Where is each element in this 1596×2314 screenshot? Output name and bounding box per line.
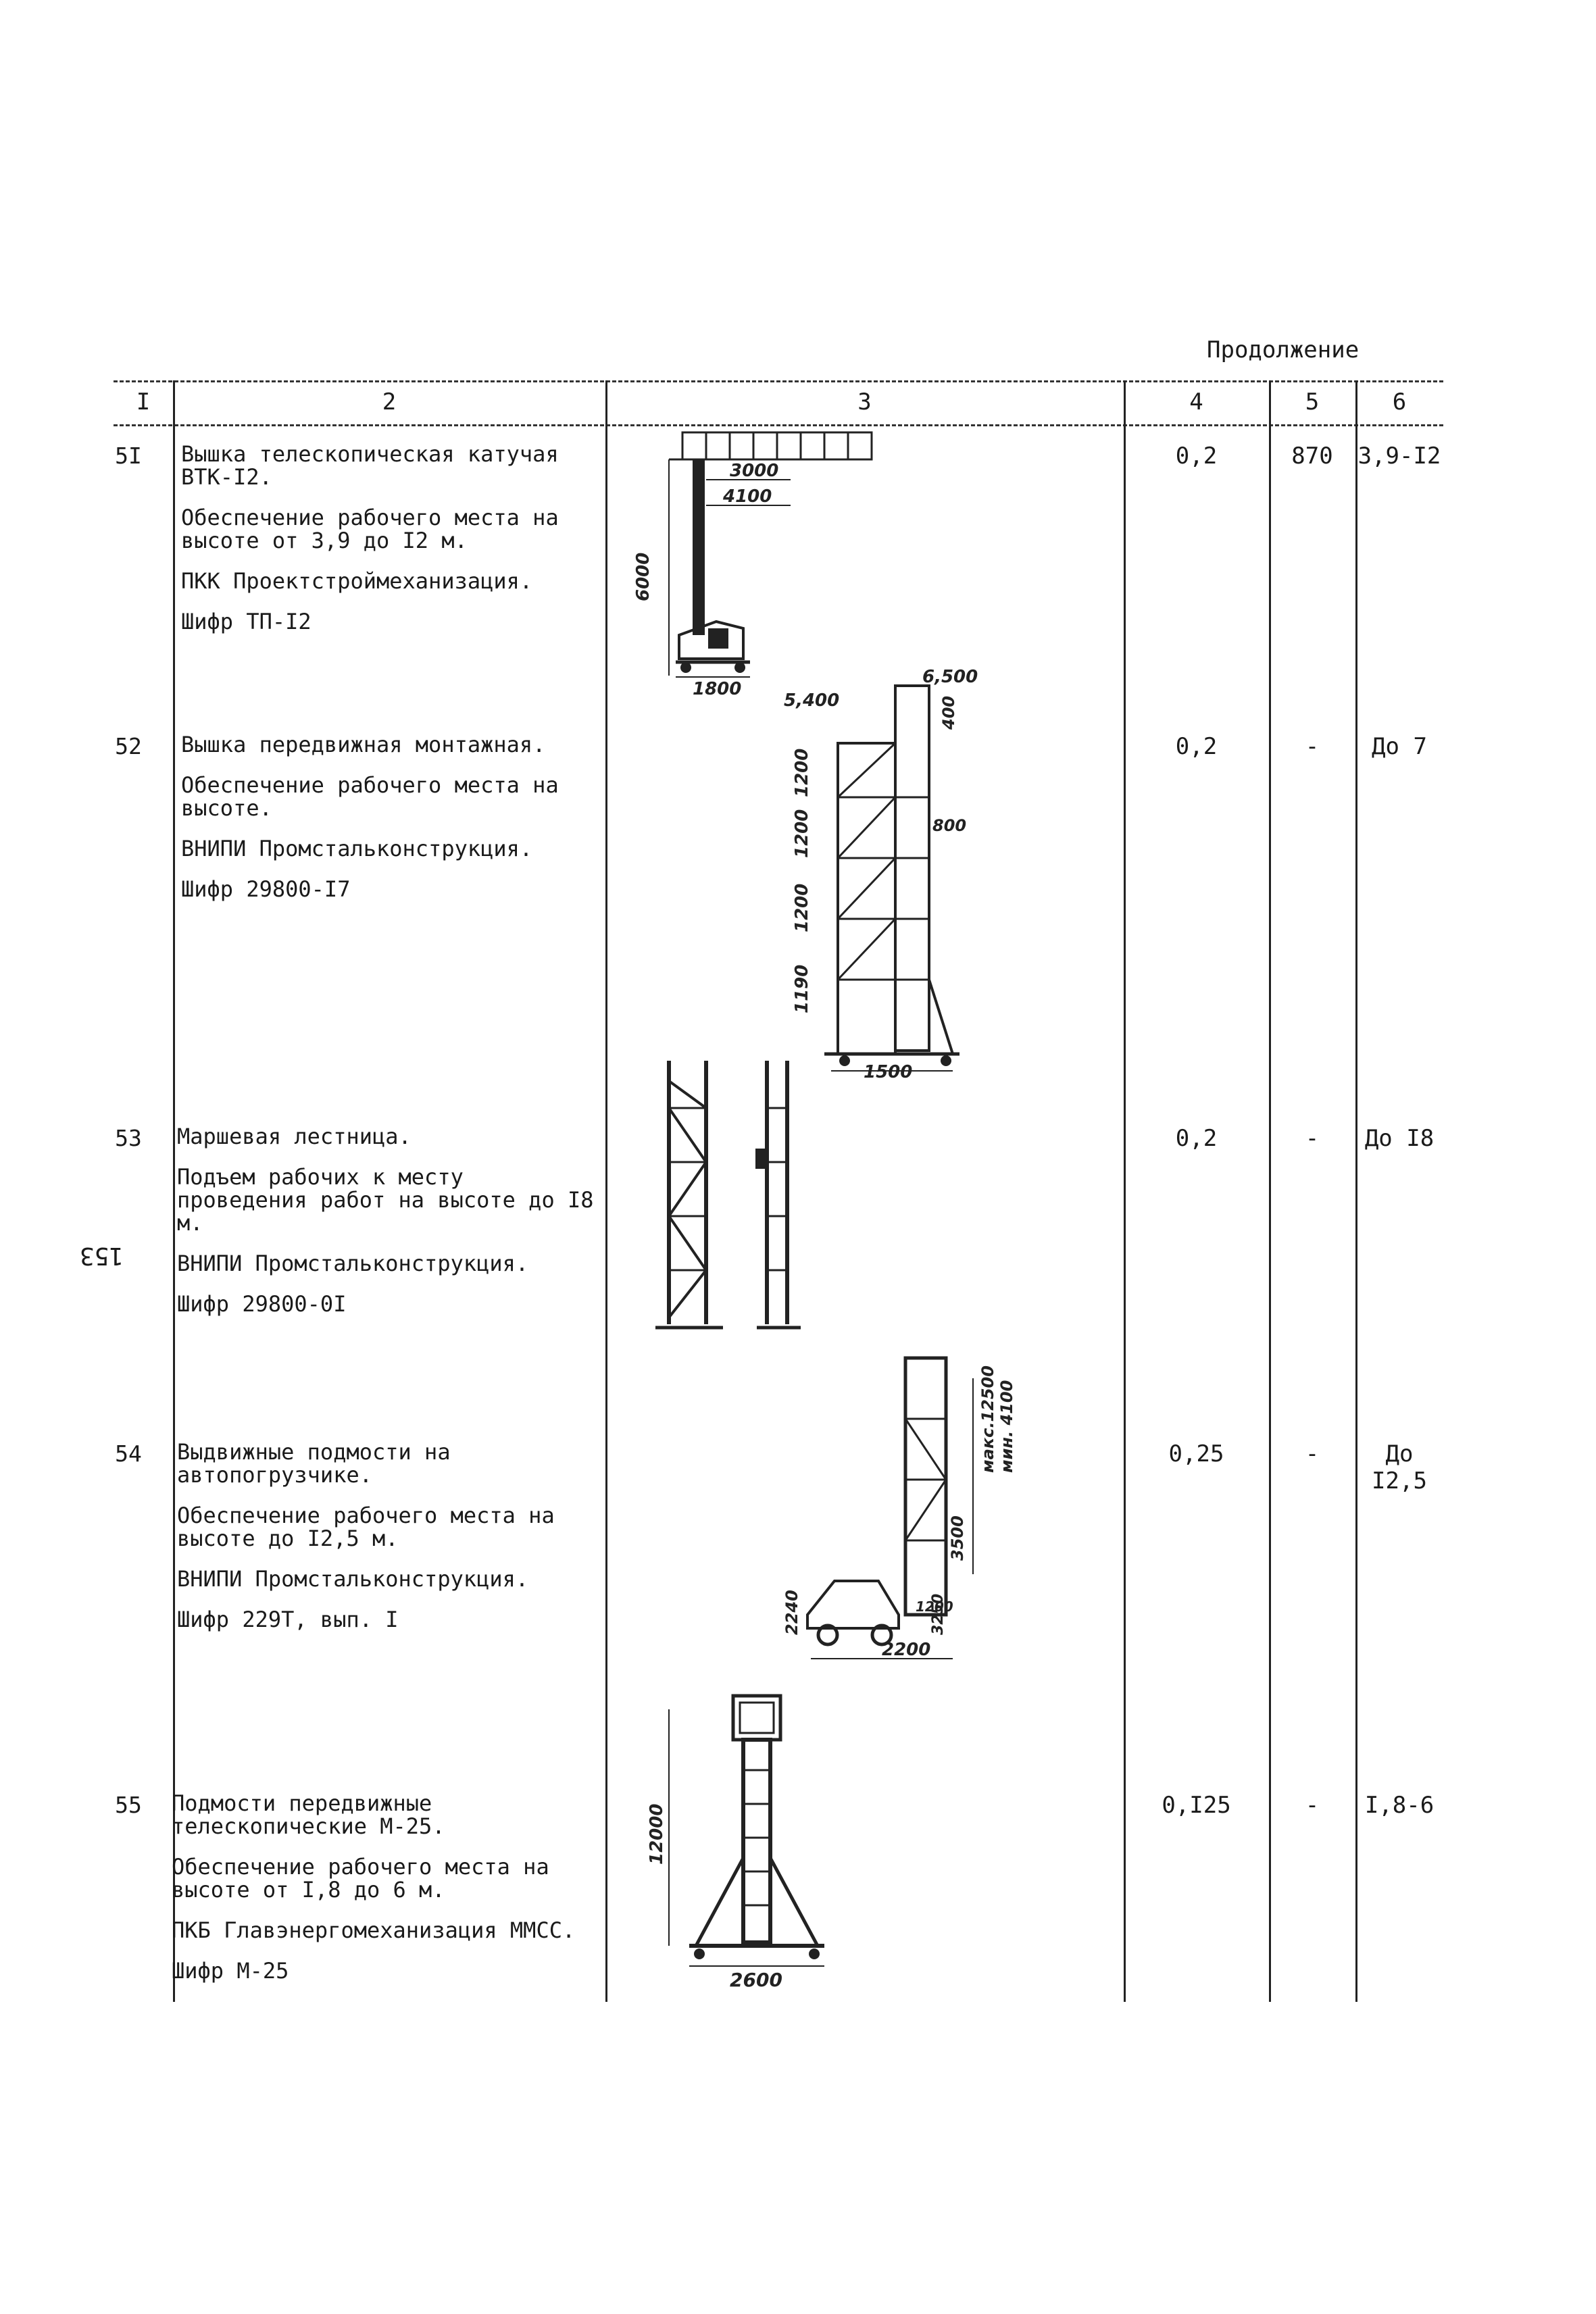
column-divider <box>605 380 607 2002</box>
item-purpose: Подъем рабочих к месту проведения работ … <box>177 1164 594 1236</box>
row-number: 5I <box>115 443 142 469</box>
cell-col5: - <box>1305 733 1320 760</box>
dim-label: 6,500 <box>922 667 978 687</box>
dim-label: 3000 <box>730 461 778 481</box>
dim-label: 400 <box>939 696 958 730</box>
page-number: 153 <box>80 1242 124 1269</box>
item-purpose: Обеспечение рабочего места на высоте от … <box>172 1854 549 1903</box>
dim-label: 1200 <box>792 749 812 797</box>
cell-col4: 0,I25 <box>1162 1792 1231 1819</box>
cell-col4: 0,2 <box>1175 443 1218 470</box>
row-number: 55 <box>115 1792 142 1818</box>
column-header-3: 3 <box>857 388 872 416</box>
item-name: Вышка телескопическая катучая ВТК-I2. <box>181 441 559 490</box>
dim-label: 2240 <box>782 1590 801 1635</box>
column-divider <box>1269 380 1271 2002</box>
cell-col6: До I8 <box>1364 1125 1435 1152</box>
cell-col6: До I2,5 <box>1372 1440 1427 1494</box>
row-description: Вышка передвижная монтажная. Обеспечение… <box>181 733 600 918</box>
dim-label: 1800 <box>693 679 741 699</box>
item-purpose: Обеспечение рабочего места на высоте от … <box>181 505 559 553</box>
row-description: Выдвижные подмости на автопогрузчике. Об… <box>177 1440 596 1649</box>
dim-label: 3500 <box>948 1515 967 1561</box>
item-organization: ВНИПИ Промстальконструкция. <box>177 1566 529 1592</box>
dim-label: 1500 <box>864 1062 912 1082</box>
row-description: Вышка телескопическая катучая ВТК-I2. Об… <box>181 443 600 651</box>
item-organization: ВНИПИ Промстальконструкция. <box>177 1251 529 1276</box>
column-header-5: 5 <box>1305 388 1320 416</box>
dim-label: 4100 <box>722 486 772 507</box>
dim-label: 1200 <box>792 809 812 858</box>
cell-col4: 0,25 <box>1168 1440 1224 1467</box>
column-divider <box>173 380 175 2002</box>
table-top-line <box>114 380 1443 382</box>
item-organization: ПКК Проектстроймеханизация. <box>181 568 533 594</box>
cell-col5: 870 <box>1291 443 1333 470</box>
dim-label: 1200 <box>792 884 812 932</box>
item-purpose: Обеспечение рабочего места на высоте до … <box>177 1503 555 1551</box>
dim-label: 800 <box>932 816 966 835</box>
telescopic-tower-drawing: 3000 4100 6000 1800 <box>633 431 873 699</box>
item-name: Вышка передвижная монтажная. <box>181 732 546 757</box>
column-header-2: 2 <box>382 388 397 416</box>
row-description: Подмости передвижные телескопические М-2… <box>172 1792 591 2000</box>
item-code: Шифр М-25 <box>172 1958 289 1984</box>
row-number: 54 <box>115 1440 142 1467</box>
item-name: Подмости передвижные телескопические М-2… <box>172 1790 445 1839</box>
cell-col4: 0,2 <box>1175 1125 1218 1152</box>
cell-col6: I,8-6 <box>1364 1792 1435 1819</box>
item-name: Выдвижные подмости на автопогрузчике. <box>177 1439 451 1488</box>
item-purpose: Обеспечение рабочего места на высоте. <box>181 772 559 821</box>
dim-label: 6000 <box>633 553 653 601</box>
column-header-1: I <box>136 388 151 416</box>
forklift-scaffold-drawing: макс.12500 мин. 4100 3500 2240 1200 3250… <box>782 1356 1016 1660</box>
item-name: Маршевая лестница. <box>177 1124 412 1149</box>
dim-label: 2200 <box>882 1640 930 1660</box>
dim-label: 1190 <box>792 965 812 1013</box>
dim-label: 5,400 <box>784 690 839 711</box>
column-divider <box>1355 380 1357 2002</box>
mobile-tower-drawing: 6,500 5,400 400 1200 1200 800 1200 1190 … <box>784 667 978 1082</box>
stair-tower-drawing <box>655 1061 801 1330</box>
table-header-line <box>114 424 1443 426</box>
cell-col5: - <box>1305 1792 1320 1819</box>
cell-col4: 0,2 <box>1175 733 1218 760</box>
dim-label: 12000 <box>647 1804 667 1865</box>
cell-col6: 3,9-I2 <box>1357 443 1441 470</box>
continuation-label: Продолжение <box>1207 336 1360 363</box>
row-description: Маршевая лестница. Подъем рабочих к мест… <box>177 1125 596 1333</box>
item-code: Шифр 29800-I7 <box>181 876 351 902</box>
cell-col5: - <box>1305 1125 1320 1152</box>
item-code: Шифр ТП-I2 <box>181 609 311 634</box>
dim-label: макс.12500 <box>978 1365 997 1473</box>
item-code: Шифр 29800-0I <box>177 1291 347 1317</box>
column-divider <box>1124 380 1126 2002</box>
cell-col5: - <box>1305 1440 1320 1467</box>
item-organization: ПКБ Главэнергомеханизация ММСС. <box>172 1917 576 1943</box>
dim-label: 3250 <box>930 1594 947 1635</box>
telescopic-scaffold-drawing: 12000 2600 <box>647 1694 824 1991</box>
cell-col6: До 7 <box>1372 733 1427 760</box>
column-header-4: 4 <box>1189 388 1203 416</box>
dim-label: 1200 <box>916 1599 953 1615</box>
row-number: 53 <box>115 1125 142 1151</box>
dim-label: мин. 4100 <box>997 1380 1016 1473</box>
item-organization: ВНИПИ Промстальконструкция. <box>181 836 533 861</box>
dim-label: 2600 <box>730 1969 782 1991</box>
row-number: 52 <box>115 733 142 759</box>
item-code: Шифр 229Т, вып. I <box>177 1607 399 1632</box>
column-header-6: 6 <box>1392 388 1407 416</box>
